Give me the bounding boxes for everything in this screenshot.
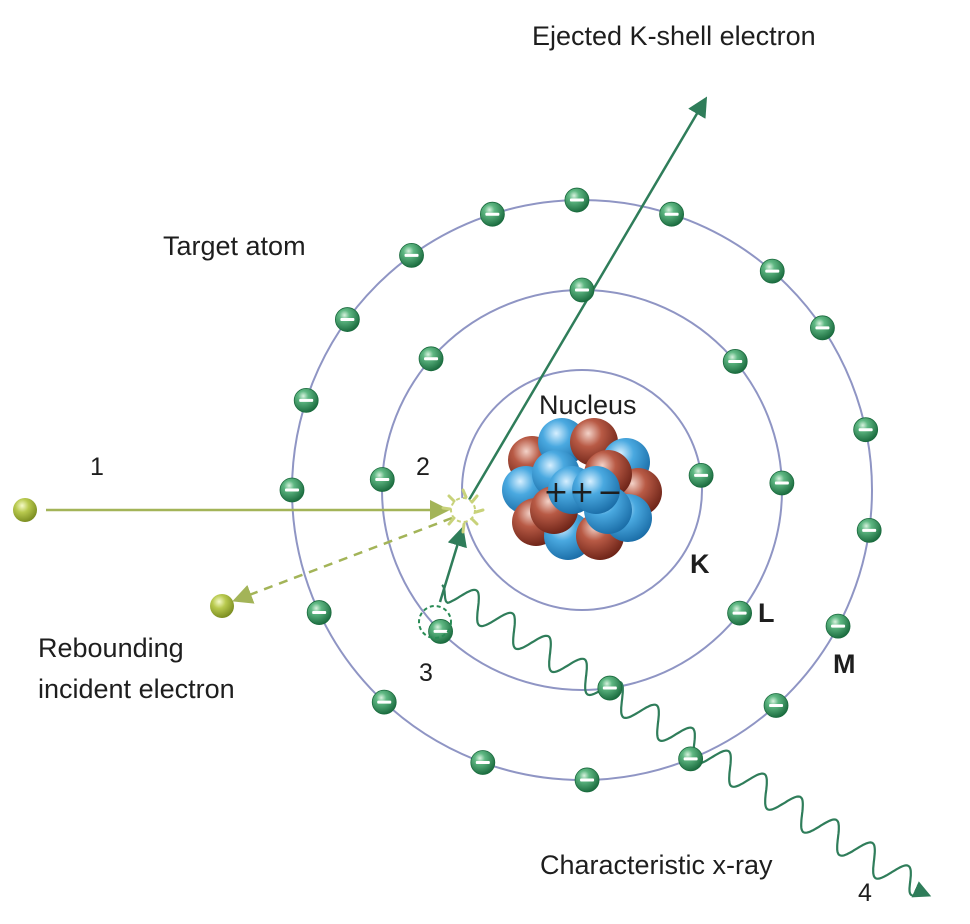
rebound-path [232,516,453,604]
step-1-label: 1 [90,453,104,481]
nucleus-cluster: ++− [502,418,662,560]
proton-16 [572,466,620,514]
electron-m-1 [564,187,590,213]
electron-m-13 [306,600,332,625]
rebounding-label-line2: incident electron [38,674,235,704]
electron-l-7 [369,467,395,492]
shell-m-label: M [833,649,856,679]
shell-l-label: L [758,598,775,628]
ejected-electron-path [464,96,708,506]
electron-m-15 [293,387,319,413]
electron-m-9 [678,746,704,772]
step-4-label: 4 [858,879,872,907]
electron-l-5 [597,675,623,701]
characteristic-xray-wave [441,584,932,898]
nucleus-charge-symbol-3: − [597,475,622,510]
characteristic-xray-label: Characteristic x-ray [540,850,773,880]
electron-m-18 [479,201,505,227]
orbital-electrons [279,187,882,793]
electron-m-11 [470,750,496,775]
electron-m-7 [825,613,851,639]
electron-m-10 [574,767,600,793]
step-3-label: 3 [419,659,433,687]
electron-m-4 [810,315,835,341]
rebounding-electron [210,594,234,618]
collision-burst [441,488,485,534]
step-2-label: 2 [416,453,430,481]
ejected-electron-label: Ejected K-shell electron [532,21,816,51]
nucleus-label: Nucleus [539,390,637,420]
nucleus-charge-symbol-1: + [543,475,568,510]
electron-l-4 [727,600,753,626]
electron-k-1 [688,462,714,488]
electron-m-17 [399,242,424,268]
electron-l-2 [722,349,748,374]
electron-m-14 [279,477,305,503]
electron-m-12 [371,689,397,715]
electron-m-8 [763,693,789,718]
nucleus-charge-symbol-2: + [569,475,594,510]
electron-l-1 [569,277,595,303]
electron-l-8 [418,346,444,372]
transition-electron-ring [418,605,452,639]
transition-arrow [438,526,467,603]
electron-m-2 [659,201,685,227]
electron-l-3 [769,470,795,496]
electron-m-3 [759,258,785,284]
electron-m-6 [856,517,882,543]
shell-k-label: K [690,549,710,579]
electron-l-6 [428,619,453,644]
electron-m-5 [853,417,879,443]
rebounding-label-line1: Rebounding [38,633,184,663]
target-atom-label: Target atom [163,231,306,261]
incident-electron [13,498,37,522]
electron-m-16 [334,307,360,332]
